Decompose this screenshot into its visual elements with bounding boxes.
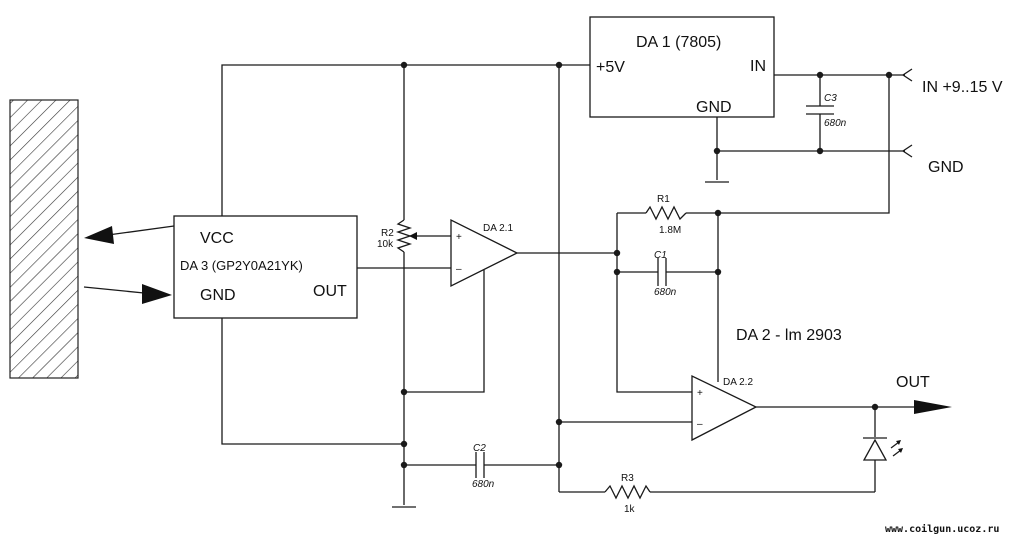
- da1-pin-in: IN: [750, 58, 766, 75]
- c2-capacitor: C2 680n: [472, 443, 495, 490]
- beam-arrows: [83, 225, 175, 304]
- led: [862, 437, 903, 461]
- da3-title: DA 3 (GP2Y0A21YK): [180, 258, 303, 273]
- emit-arrowhead: [84, 226, 114, 244]
- r2-value: 10k: [377, 239, 394, 250]
- da1-pin-plus: +5V: [596, 59, 625, 76]
- c2-value: 680n: [472, 479, 495, 490]
- c3-name: C3: [824, 93, 837, 104]
- r2-name: R2: [381, 228, 394, 239]
- da22-comparator: + – DA 2.2: [691, 374, 758, 442]
- da21-comparator: + – DA 2.1: [450, 218, 519, 288]
- r2-potentiometer: R2 10k: [377, 219, 418, 253]
- r1-value: 1.8M: [659, 225, 681, 236]
- c2-name: C2: [473, 443, 486, 454]
- wires: [221, 64, 916, 508]
- da21-plus: +: [456, 232, 462, 243]
- r3-resistor: R3 1k: [604, 473, 651, 515]
- da21-label: DA 2.1: [483, 223, 513, 234]
- da22-label: DA 2.2: [723, 377, 753, 388]
- output-terminal-label: OUT: [896, 374, 930, 391]
- da2-note: DA 2 - lm 2903: [736, 327, 842, 344]
- input-terminal: IN +9..15 V: [901, 68, 1003, 96]
- c3-value: 680n: [824, 118, 847, 129]
- da3-pin-gnd: GND: [200, 287, 236, 304]
- da3-pin-out: OUT: [313, 283, 347, 300]
- r1-resistor: R1 1.8M: [645, 194, 687, 236]
- da1-title: DA 1 (7805): [636, 34, 721, 51]
- watermark: www.coilgun.ucoz.ru: [885, 523, 999, 535]
- r1-name: R1: [657, 194, 670, 205]
- r3-name: R3: [621, 473, 634, 484]
- da21-minus: –: [456, 264, 462, 275]
- c3-capacitor: C3 680n: [806, 93, 847, 129]
- da22-minus: –: [697, 419, 703, 430]
- da3-pin-vcc: VCC: [200, 230, 234, 247]
- junction-dots: [400, 61, 893, 469]
- da22-plus: +: [697, 388, 703, 399]
- da1-pin-gnd: GND: [696, 99, 732, 116]
- receive-arrowhead: [142, 284, 172, 304]
- r3-value: 1k: [624, 504, 636, 515]
- gnd-terminal: GND: [901, 144, 964, 176]
- c1-name: C1: [654, 250, 667, 261]
- c1-capacitor: C1 680n: [654, 250, 677, 298]
- da1-regulator: DA 1 (7805) +5V IN GND: [589, 16, 775, 118]
- input-terminal-label: IN +9..15 V: [922, 79, 1003, 96]
- output-terminal: OUT: [896, 374, 952, 414]
- c1-value: 680n: [654, 287, 677, 298]
- gnd-terminal-label: GND: [928, 159, 964, 176]
- target-surface: [9, 99, 79, 379]
- da3-sensor: VCC DA 3 (GP2Y0A21YK) GND OUT: [173, 215, 358, 319]
